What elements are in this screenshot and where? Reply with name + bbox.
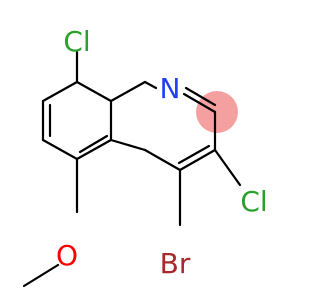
bond (75, 138, 113, 161)
atom-label-o: O (56, 239, 78, 272)
highlight-circle (196, 91, 238, 133)
bond (177, 144, 211, 165)
bond (143, 148, 182, 172)
structure-canvas: Cl N Cl Br O (22, 25, 268, 288)
bond (178, 148, 217, 172)
bond (143, 80, 158, 90)
bond (22, 263, 60, 288)
atom-label-br: Br (160, 247, 191, 280)
bond (109, 138, 147, 152)
bond (184, 86, 217, 107)
bond (109, 80, 147, 103)
bond (41, 80, 79, 103)
bond (182, 92, 217, 114)
atom-label-n: N (160, 72, 181, 105)
atom-label-cl: Cl (240, 185, 267, 218)
bond (78, 134, 109, 154)
atom-label-cl: Cl (63, 25, 90, 58)
bond-group (22, 50, 242, 288)
molecule-drawing: Cl N Cl Br O (22, 25, 268, 288)
bond (213, 148, 242, 187)
bond (75, 80, 113, 103)
bond (41, 138, 79, 161)
